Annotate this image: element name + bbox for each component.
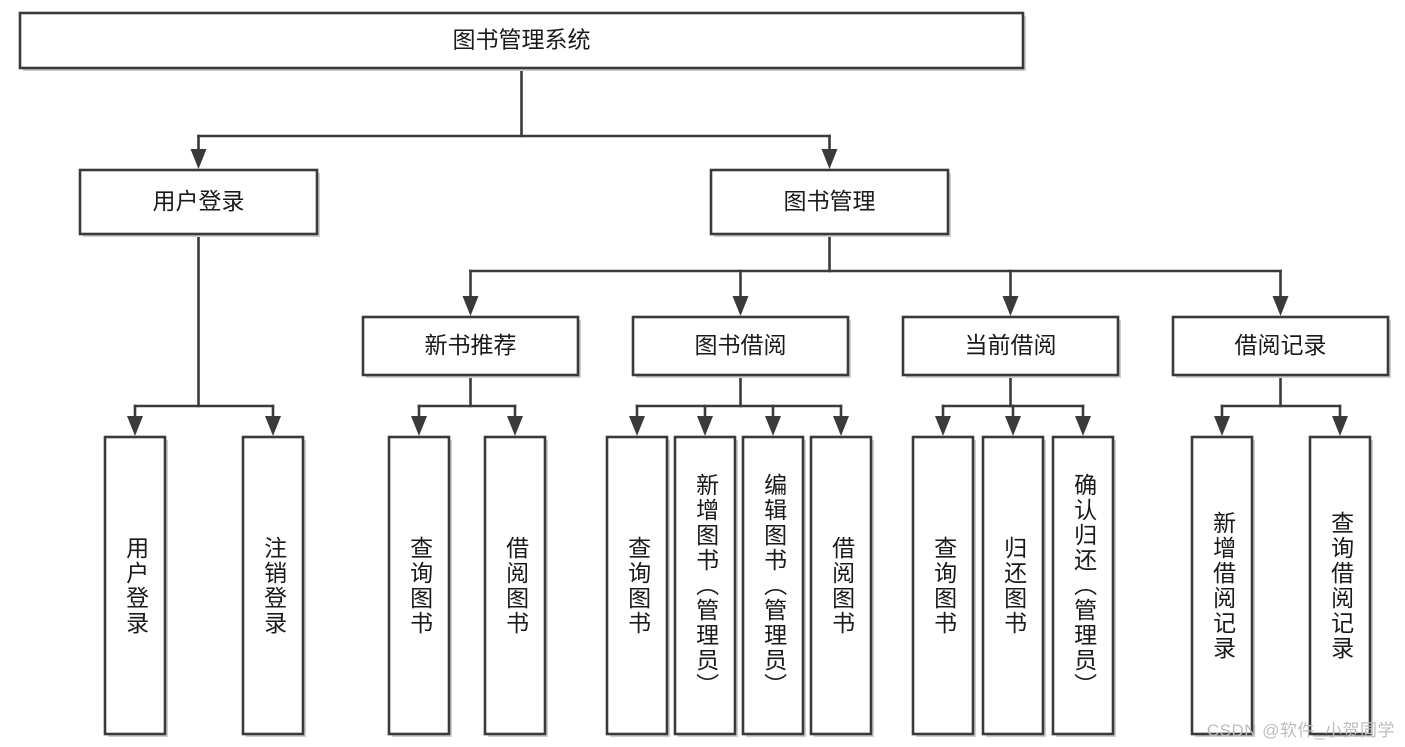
arrow-to-leaf-query-book-1: [411, 416, 427, 436]
arrow-to-leaf-edit-book-admin: [765, 416, 781, 436]
leaf-query-borrow-record-box[interactable]: [1308, 435, 1372, 736]
arrow-to-book-manage: [821, 149, 838, 169]
leaf-return-book-box[interactable]: [981, 435, 1045, 736]
arrow-to-leaf-add-book-admin: [697, 416, 713, 436]
arrow-to-book-borrow: [732, 296, 749, 316]
borrow-record-box[interactable]: [1171, 315, 1390, 377]
book-borrow-box[interactable]: [631, 315, 850, 377]
arrow-to-leaf-user-login: [127, 416, 143, 436]
leaf-user-login-box[interactable]: [103, 435, 167, 736]
new-book-recommend-label: 新书推荐: [425, 332, 517, 358]
leaf-query-book-1-box[interactable]: [387, 435, 451, 736]
arrow-to-leaf-query-book-2: [629, 416, 645, 436]
borrow-record-label: 借阅记录: [1235, 332, 1327, 358]
leaf-query-book-2-box[interactable]: [605, 435, 669, 736]
arrow-to-leaf-borrow-book-1: [507, 416, 523, 436]
leaf-add-borrow-record-box[interactable]: [1190, 435, 1254, 736]
book-manage-box[interactable]: [709, 168, 950, 236]
arrow-to-new-book-recommend: [462, 296, 479, 316]
book-borrow-label: 图书借阅: [695, 332, 787, 358]
current-borrow-label: 当前借阅: [965, 332, 1057, 358]
arrow-to-user-login: [190, 149, 207, 169]
root-node-box[interactable]: [18, 11, 1025, 70]
arrow-to-leaf-confirm-return-admin: [1075, 416, 1091, 436]
watermark: CSDN @软件_小贺同学: [1206, 721, 1395, 740]
arrow-to-leaf-user-logout: [265, 416, 281, 436]
leaf-query-book-3-box[interactable]: [911, 435, 975, 736]
arrow-to-current-borrow: [1002, 296, 1019, 316]
leaf-borrow-book-2-box[interactable]: [809, 435, 873, 736]
arrow-to-leaf-borrow-book-2: [833, 416, 849, 436]
root-node-label: 图书管理系统: [453, 27, 591, 53]
leaf-edit-book-admin-box[interactable]: [741, 435, 805, 736]
user-login-label: 用户登录: [153, 188, 245, 214]
leaf-confirm-return-admin-box[interactable]: [1051, 435, 1115, 736]
arrow-to-leaf-query-borrow-record: [1332, 416, 1348, 436]
arrow-to-leaf-add-borrow-record: [1214, 416, 1230, 436]
arrow-to-borrow-record: [1272, 296, 1289, 316]
connector-layer: [127, 66, 1348, 436]
book-manage-label: 图书管理: [784, 188, 876, 214]
leaf-add-book-admin-box[interactable]: [673, 435, 737, 736]
new-book-recommend-box[interactable]: [361, 315, 580, 377]
user-login-box[interactable]: [78, 168, 319, 236]
arrow-to-leaf-return-book: [1005, 416, 1021, 436]
current-borrow-box[interactable]: [901, 315, 1120, 377]
arrow-to-leaf-query-book-3: [935, 416, 951, 436]
leaf-user-logout-box[interactable]: [241, 435, 305, 736]
leaf-borrow-book-1-box[interactable]: [483, 435, 547, 736]
node-box-layer: [18, 11, 1391, 737]
